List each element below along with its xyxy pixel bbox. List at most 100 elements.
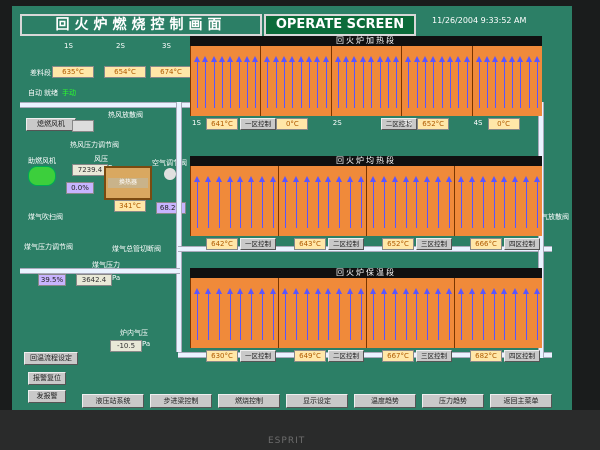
mode-manual[interactable]: 手动 <box>62 89 76 97</box>
flame-arrow <box>343 56 350 108</box>
gas-pressure-label: 煤气压力 <box>92 261 120 269</box>
flame-arrow <box>194 56 200 108</box>
flame-arrow <box>424 288 431 340</box>
flame-arrow <box>292 176 299 228</box>
air-valve-percent: 0.0% <box>66 182 94 194</box>
zone-control-button[interactable]: 四区控制 <box>504 238 540 250</box>
flame-arrow <box>490 176 497 228</box>
section-pipe-2 <box>178 352 552 358</box>
zone-control-button[interactable]: 二区控制 <box>328 238 364 250</box>
flame-arrow <box>483 56 490 108</box>
zone-control-button[interactable]: 四区控制 <box>504 350 540 362</box>
flame-arrow <box>194 288 200 340</box>
furnace-pressure-label: 炉内气压 <box>120 329 148 337</box>
process-settings-button[interactable]: 回温流程设定 <box>24 352 78 365</box>
flame-arrow <box>534 176 540 228</box>
nav-button[interactable]: 液压站系统 <box>82 394 144 408</box>
flame-arrow <box>384 56 391 108</box>
flame-arrow <box>421 56 428 108</box>
flame-arrow <box>322 56 329 108</box>
gas-purge-label: 煤气吹扫阀 <box>28 213 63 221</box>
col-1s: 1S <box>64 42 73 50</box>
zone-temp: 682°C <box>470 350 502 362</box>
alarm-button[interactable]: 发报警 <box>28 390 66 403</box>
fan-switch-icon[interactable] <box>72 120 94 132</box>
zone-control-button[interactable]: 二区控制 <box>380 118 417 130</box>
zone-control-button[interactable]: 一区控制 <box>240 238 276 250</box>
flame-arrow <box>235 56 242 108</box>
flame-arrow <box>306 56 313 108</box>
flame-arrow <box>435 288 442 340</box>
gas-pressure-unit: Pa <box>112 274 121 282</box>
flame-arrow <box>446 288 452 340</box>
flame-arrow <box>259 288 266 340</box>
zone-control-button[interactable]: 一区控制 <box>240 118 276 130</box>
zone-control-button[interactable]: 一区控制 <box>240 350 276 362</box>
flame-arrow <box>458 288 464 340</box>
feed-temp-1: 635°C <box>52 66 94 78</box>
zone-temp: 666°C <box>470 238 502 250</box>
feed-section-label: 差料段 <box>30 69 51 77</box>
zone-control-button[interactable]: 三区控制 <box>416 238 452 250</box>
flame-arrow <box>455 56 462 108</box>
flame-arrow <box>435 176 442 228</box>
nav-button[interactable]: 压力趋势 <box>422 394 484 408</box>
zone-temp: 630°C <box>206 350 238 362</box>
flame-arrow <box>248 176 255 228</box>
flame-arrow <box>475 56 482 108</box>
monitor-bezel <box>0 410 600 450</box>
blower-fan-icon[interactable] <box>28 166 56 186</box>
mode-ready[interactable]: 就绪 <box>44 89 58 97</box>
riser-pipe <box>176 102 182 352</box>
nav-button[interactable]: 步进梁控制 <box>150 394 212 408</box>
flame-arrow <box>270 176 276 228</box>
flame-arrow <box>405 56 412 108</box>
flame-arrow <box>202 56 209 108</box>
alarm-reset-button[interactable]: 报警复位 <box>28 372 66 385</box>
nav-button[interactable]: 温度趋势 <box>354 394 416 408</box>
flame-arrow <box>351 56 358 108</box>
hot-air-press-valve-label: 热风压力调节阀 <box>70 141 119 149</box>
flame-arrow <box>314 288 321 340</box>
section-title: 回火炉均热段 <box>336 156 396 165</box>
zone-temp: 652°C <box>417 118 450 130</box>
zone-control-button[interactable]: 二区控制 <box>328 350 364 362</box>
flame-arrow <box>336 176 343 228</box>
zone <box>471 46 543 116</box>
heat-exchanger-label: 换热器 <box>108 178 148 188</box>
flame-arrow <box>289 56 296 108</box>
flame-arrow <box>501 288 508 340</box>
flame-arrow <box>533 56 540 108</box>
flame-arrow <box>204 176 211 228</box>
air-flow-valve-label: 空气调节阀 <box>152 159 187 167</box>
air-valve-icon[interactable] <box>164 168 176 180</box>
gas-release-label: 煤气放散阀 <box>534 213 569 221</box>
zone-temp: 641°C <box>206 118 238 130</box>
zone <box>366 166 455 236</box>
flame-arrow <box>391 176 398 228</box>
datetime: 11/26/2004 9:33:52 AM <box>432 16 527 25</box>
nav-button[interactable]: 显示设定 <box>286 394 348 408</box>
gas-pipe <box>20 268 180 274</box>
zone-temp: 649°C <box>294 350 326 362</box>
zone-control-button[interactable]: 三区控制 <box>416 350 452 362</box>
flame-arrow <box>479 176 486 228</box>
flame-arrow <box>215 176 222 228</box>
nav-button[interactable]: 燃烧控制 <box>218 394 280 408</box>
blower-label: 助燃风机 <box>28 157 56 165</box>
combustion-fan-button[interactable]: 熄燃风机 <box>26 118 76 131</box>
mode-auto[interactable]: 自动 <box>28 89 42 97</box>
zone-temp: 652°C <box>382 238 414 250</box>
flame-arrow <box>501 176 508 228</box>
flame-arrow <box>413 288 420 340</box>
flame-arrow <box>219 56 226 108</box>
flame-arrow <box>479 288 486 340</box>
exchanger-temp: 341°C <box>114 200 146 212</box>
flame-arrow <box>292 288 299 340</box>
nav-button[interactable]: 返回主菜单 <box>490 394 552 408</box>
flame-arrow <box>227 56 234 108</box>
zone-temp: 667°C <box>382 350 414 362</box>
